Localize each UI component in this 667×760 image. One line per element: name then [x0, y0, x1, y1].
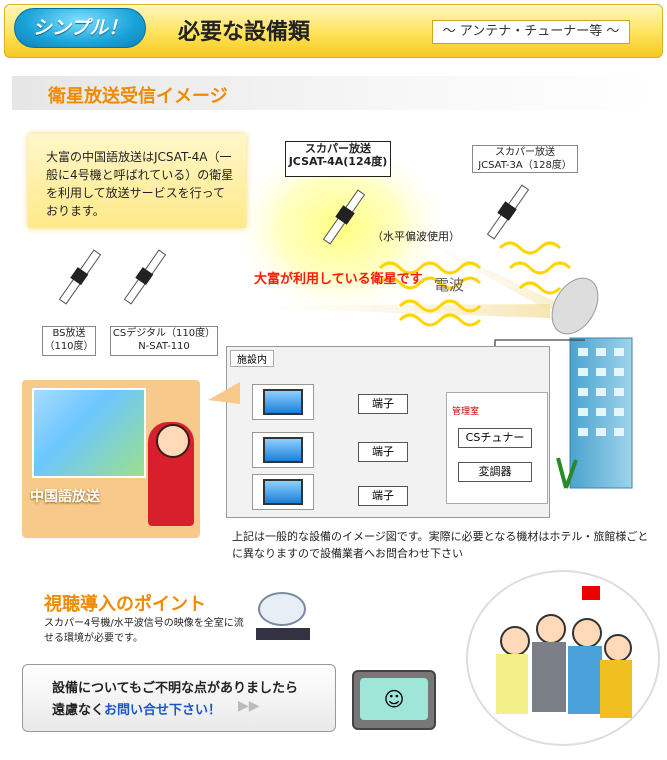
tv-2: [252, 432, 314, 468]
page-title: 必要な設備類: [178, 20, 311, 45]
main-satellite-icon: [322, 189, 366, 245]
tour-flag-icon: [582, 586, 600, 600]
satellite-diagram: [58, 138, 633, 491]
speech-tail: [208, 382, 240, 404]
tv-1: [252, 384, 314, 420]
terminal-3: 端子: [358, 486, 408, 506]
simple-badge: シンプル！: [14, 8, 146, 48]
room-label: 中国語放送: [30, 489, 100, 505]
control-room-label: 管理室: [452, 407, 480, 417]
facility-label: 施設内: [230, 350, 274, 367]
daifu-satellite-label: 大富が利用している衛星です: [254, 272, 423, 287]
contact-link[interactable]: お問い合せ下さい！: [104, 703, 222, 718]
contact-text: 設備についてもご不明な点がありましたら 遠慮なくお問い合せ下さい！: [52, 681, 298, 718]
cs-satellite-icon: [123, 249, 167, 305]
tv-mascot-icon: ☺: [352, 670, 436, 730]
terminal-2: 端子: [358, 442, 408, 462]
right-satellite-icon: [486, 184, 530, 240]
cs-satellite-label: CSデジタル（110度） N-SAT-110: [110, 326, 218, 356]
control-room-box: [446, 392, 548, 504]
section-title: 衛星放送受信イメージ: [48, 86, 228, 107]
arrow-right-icon: ▶▶: [238, 698, 260, 714]
channel-grid-image: [32, 388, 146, 478]
cs-tuner: CSチュナー: [458, 428, 532, 448]
woman-face: [156, 424, 190, 458]
terminal-1: 端子: [358, 394, 408, 414]
main-satellite-label: スカパー放送 JCSAT-4A(124度): [285, 141, 391, 177]
points-title: 視聴導入のポイント: [44, 594, 206, 615]
satellite-dish-icon: [551, 277, 599, 335]
tourists-illustration: [496, 604, 636, 734]
polarization-label: （水平偏波使用）: [372, 230, 460, 243]
signal-beam: [190, 304, 550, 318]
radio-waves: [378, 241, 572, 327]
contact-box[interactable]: [22, 664, 336, 732]
info-text: 大富の中国語放送はJCSAT-4A（一般に4号機と呼ばれている）の衛星を利用して…: [46, 150, 234, 218]
antenna-dish-icon: [258, 592, 306, 626]
building-icon: [556, 337, 633, 489]
points-text: スカパー4号機/水平波信号の映像を全室に流せる環境が必要です。: [44, 618, 244, 644]
section-title-bar: [12, 76, 657, 110]
right-satellite-label: スカパー放送 JCSAT-3A（128度）: [472, 145, 578, 173]
disclaimer-note: 上記は一般的な設備のイメージ図です。実際に必要となる機材はホテル・旅館様ごとに異…: [232, 530, 649, 560]
bs-satellite-label: BS放送 （110度）: [42, 326, 96, 356]
tuner-device-icon: [256, 628, 310, 640]
info-box: [28, 134, 246, 228]
tv-3: [252, 474, 314, 510]
bs-satellite-icon: [58, 249, 102, 305]
modulator: 変調器: [458, 462, 532, 482]
page-subtitle: ～ アンテナ・チューナー等 ～: [432, 20, 630, 44]
wave-label: 電波: [434, 276, 465, 294]
